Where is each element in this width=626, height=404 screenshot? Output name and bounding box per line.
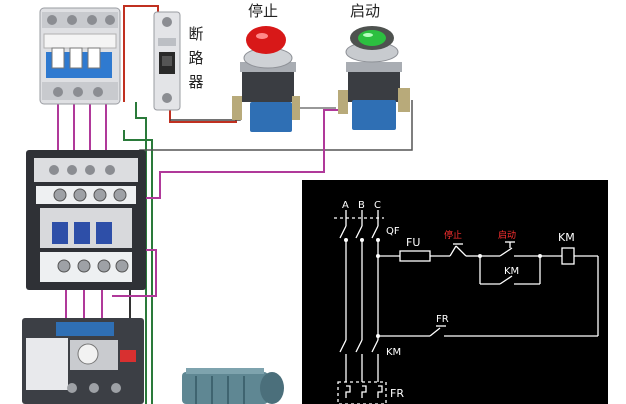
start-button-label: 启动 <box>350 2 381 20</box>
fr-contact-label: FR <box>436 314 449 325</box>
stop-push-button <box>232 26 300 132</box>
fu-label: FU <box>406 236 420 249</box>
magenta-wire-coil <box>140 109 340 199</box>
km-main-label: KM <box>386 347 401 358</box>
stop-button-label: 停止 <box>248 2 279 20</box>
red-wire <box>123 5 159 102</box>
qf-label: QF <box>386 226 400 237</box>
electric-motor <box>182 368 284 404</box>
km-coil-label: KM <box>558 231 575 244</box>
single-pole-breaker <box>153 11 181 111</box>
ac-contactor <box>26 150 146 290</box>
schematic-panel: A B C QF FU 停止 启动 KM KM FR KM FR <box>302 180 608 404</box>
start-push-button <box>338 26 410 130</box>
green-wire-2 <box>123 130 153 404</box>
stop-schematic-label: 停止 <box>444 229 462 241</box>
breaker-label-char-2: 路 <box>188 49 204 67</box>
fr-relay-label: FR <box>390 387 404 400</box>
phase-a-label: A <box>342 200 349 211</box>
control-wire-top <box>170 108 241 121</box>
magenta-wire-low <box>112 249 157 297</box>
start-schematic-label: 启动 <box>498 229 516 241</box>
breaker-label-char-1: 断 <box>188 25 204 43</box>
breaker-label-char-3: 器 <box>188 73 204 91</box>
breaker-label: 断 路 器 <box>186 22 206 94</box>
three-pole-breaker <box>39 7 121 105</box>
phase-b-label: B <box>358 200 365 211</box>
phase-c-label: C <box>374 200 381 211</box>
km-aux-label: KM <box>504 266 519 277</box>
thermal-overload-relay <box>22 318 144 404</box>
